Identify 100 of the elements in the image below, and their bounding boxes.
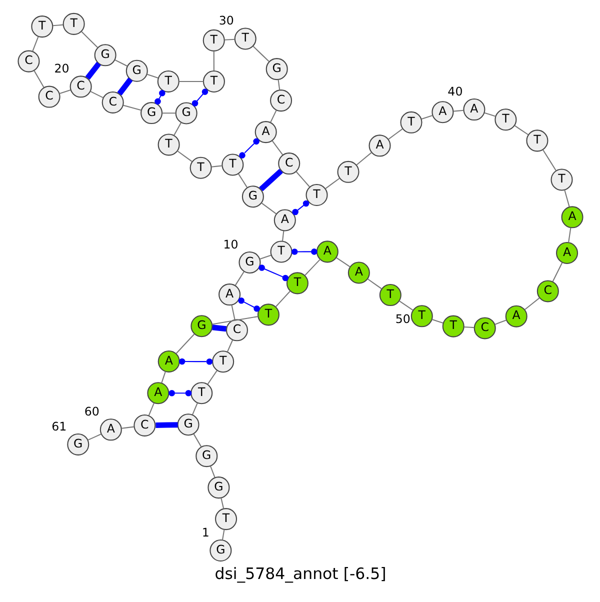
node-label: 61 — [51, 419, 66, 434]
node-circle: T — [62, 12, 84, 35]
node-circle: A — [273, 209, 296, 232]
node-circle: T — [202, 29, 224, 52]
node-circle: G — [140, 102, 162, 124]
connector — [494, 320, 506, 325]
node-label: 40 — [447, 84, 462, 98]
connector — [271, 140, 283, 156]
node-circle: C — [69, 76, 92, 98]
connector — [281, 230, 284, 242]
node-circle: T — [189, 156, 212, 179]
connector — [173, 122, 182, 136]
node-circle: T — [270, 240, 292, 263]
connector — [234, 271, 244, 286]
connector — [230, 304, 235, 320]
node-circle: T — [157, 134, 180, 156]
node-circle: C — [225, 319, 248, 342]
connector — [212, 324, 226, 332]
connector — [192, 402, 198, 415]
connector — [252, 46, 269, 62]
connector — [87, 434, 101, 441]
node-circle: T — [305, 184, 328, 206]
connector — [398, 300, 413, 311]
connector — [33, 70, 44, 88]
node-circle: G — [265, 58, 288, 80]
connector — [290, 248, 317, 255]
diagram-title: dsi_5784_annot [-6.5] — [214, 564, 386, 583]
connector — [464, 326, 474, 328]
connector — [210, 466, 215, 478]
node-circle: T — [234, 28, 256, 50]
node-circle: C — [133, 414, 156, 436]
connector — [552, 262, 562, 282]
node-circle: T — [221, 154, 244, 176]
connector — [568, 228, 571, 242]
connector — [224, 38, 234, 40]
node-circle: T — [526, 130, 548, 152]
connector — [514, 125, 528, 136]
connector — [274, 290, 290, 308]
node-circle: A — [99, 418, 122, 441]
node-label: 1 — [201, 525, 209, 540]
node-circle: T — [550, 168, 572, 191]
node-circle: T — [494, 108, 516, 131]
connector — [146, 74, 158, 79]
connector — [258, 168, 282, 192]
connector — [52, 24, 63, 26]
connector — [304, 258, 320, 276]
node-circle: T — [30, 16, 53, 38]
connector — [260, 202, 276, 214]
node-circle: T — [400, 111, 422, 134]
node-circle: A — [462, 98, 485, 121]
node-label: 50 — [394, 312, 410, 326]
connector — [524, 297, 540, 310]
connector — [221, 530, 224, 540]
connector — [114, 60, 128, 67]
connector — [238, 297, 260, 312]
connector — [154, 90, 165, 105]
node-label: 10 — [222, 237, 238, 252]
node-circle: A — [431, 101, 454, 124]
connector — [277, 80, 280, 90]
node-circle: A — [316, 240, 338, 263]
connector — [220, 498, 224, 509]
connector — [206, 370, 217, 384]
connector — [116, 78, 132, 96]
node-circle: T — [156, 70, 179, 92]
connector — [295, 171, 310, 188]
node-circle: C — [473, 317, 496, 340]
node-circle: T — [442, 315, 464, 338]
node-circle: G — [238, 251, 260, 274]
node-circle: G — [207, 476, 230, 499]
connector — [120, 426, 134, 429]
connector — [168, 390, 192, 396]
node-circle: T — [212, 350, 234, 373]
connector — [212, 51, 214, 71]
node-circle: T — [202, 70, 224, 92]
connector — [178, 358, 212, 365]
node-circle: A — [504, 305, 527, 328]
node-circle: G — [190, 315, 212, 338]
node-circle: G — [241, 186, 264, 208]
node-circle: G — [125, 60, 148, 82]
connector — [336, 257, 350, 268]
connector — [452, 110, 464, 112]
node-circle: A — [157, 350, 180, 372]
connector — [176, 150, 192, 162]
node-circle: A — [368, 134, 390, 157]
connector — [258, 264, 288, 282]
node-circle: T — [286, 272, 308, 294]
connector — [155, 422, 178, 428]
node-circle: C — [278, 152, 300, 175]
node-label: 30 — [218, 14, 234, 28]
node-circle: A — [218, 284, 240, 306]
connector — [484, 112, 496, 117]
node-circle: A — [556, 242, 578, 264]
connector — [192, 434, 202, 448]
node-circle: C — [270, 90, 292, 112]
connector — [32, 36, 38, 52]
node-circle: T — [410, 305, 432, 328]
node-circle: T — [190, 382, 212, 404]
connector — [191, 88, 208, 106]
connector — [269, 110, 276, 123]
connector — [178, 80, 203, 82]
